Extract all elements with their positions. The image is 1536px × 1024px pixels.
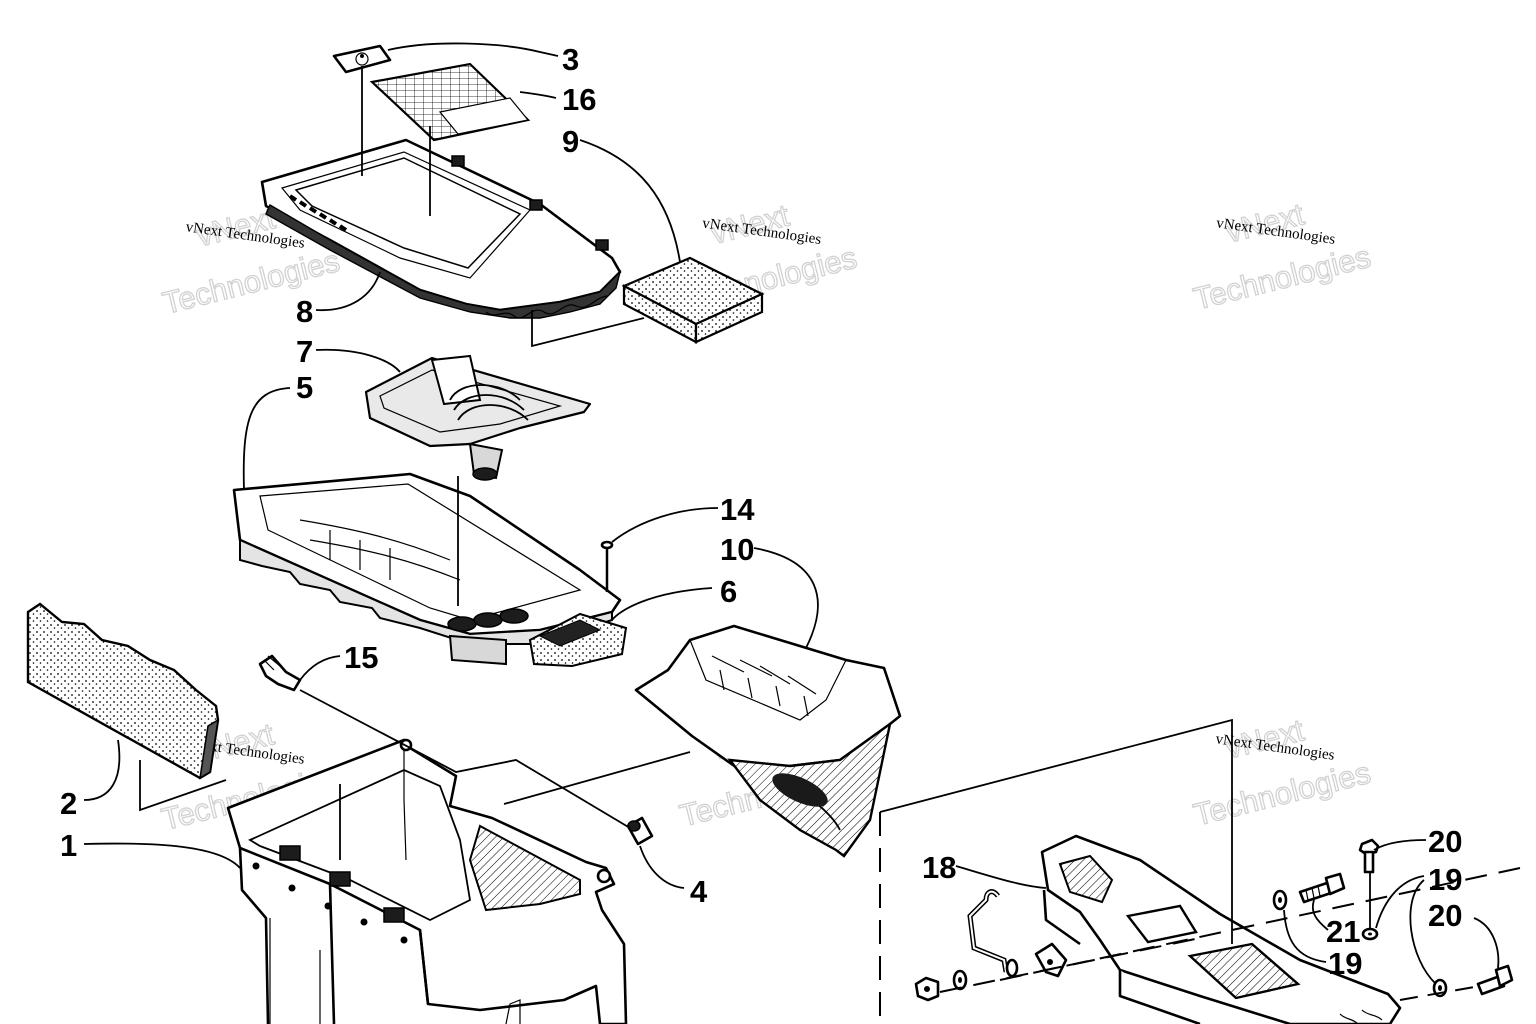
part-2-foam-panel	[26, 602, 220, 780]
hardware-washer-1	[952, 969, 968, 991]
assembly-lines	[139, 66, 1521, 1024]
callout-labels: 3 16 9 8 7 5 14 10 6 15 2 1 4 18 20 19 2…	[60, 42, 1462, 981]
watermark-3: vNext Technologies vNext Technologies	[1189, 196, 1374, 317]
label-10: 10	[720, 532, 754, 567]
part-4-plug	[626, 816, 654, 846]
label-4: 4	[690, 874, 708, 909]
label-19-b: 19	[1328, 946, 1362, 981]
part-9-foam-filter	[621, 256, 765, 344]
part-14-screw	[600, 540, 614, 592]
part-19-washer-b	[1361, 927, 1379, 941]
part-7-intake-tray	[364, 354, 592, 481]
label-20-b: 20	[1428, 898, 1462, 933]
linkage-rod	[967, 889, 1009, 973]
part-1-housing	[226, 738, 628, 1024]
hardware-washer-2	[1005, 958, 1019, 978]
part-8-airbox-cover	[260, 138, 622, 319]
part-20-bolt-a	[1358, 838, 1380, 874]
svg-text:Technologies: Technologies	[1190, 239, 1374, 317]
part-18-snout	[1040, 834, 1402, 1024]
label-14: 14	[720, 492, 755, 527]
label-15: 15	[344, 640, 378, 675]
part-16-label	[369, 62, 531, 142]
label-19-a: 19	[1428, 862, 1462, 897]
label-2: 2	[60, 786, 77, 821]
watermark-6: vNext Technologies vNext Technologies	[1189, 712, 1374, 833]
leader-lines	[83, 42, 1500, 985]
label-1: 1	[60, 828, 77, 863]
label-8: 8	[296, 294, 313, 329]
label-18: 18	[922, 850, 956, 885]
svg-text:Technologies: Technologies	[1190, 755, 1374, 833]
label-21: 21	[1326, 914, 1360, 949]
part-5-airbox-base	[232, 472, 622, 666]
hardware-nut	[914, 976, 940, 1002]
part-15-fitting	[258, 654, 302, 692]
label-20-a: 20	[1428, 824, 1462, 859]
svg-text:Technologies: Technologies	[159, 243, 343, 321]
label-16: 16	[562, 82, 596, 117]
label-9: 9	[562, 124, 579, 159]
part-20-bolt-b	[1476, 964, 1514, 996]
part-10-intake-duct	[634, 624, 902, 858]
part-6-foam-pad	[528, 612, 628, 668]
part-21-bolt	[1298, 872, 1346, 904]
part-19-washer-a	[1272, 889, 1288, 911]
part-3-decal	[332, 44, 392, 74]
label-3: 3	[562, 42, 579, 77]
label-6: 6	[720, 574, 737, 609]
label-5: 5	[296, 370, 313, 405]
label-7: 7	[296, 334, 313, 369]
